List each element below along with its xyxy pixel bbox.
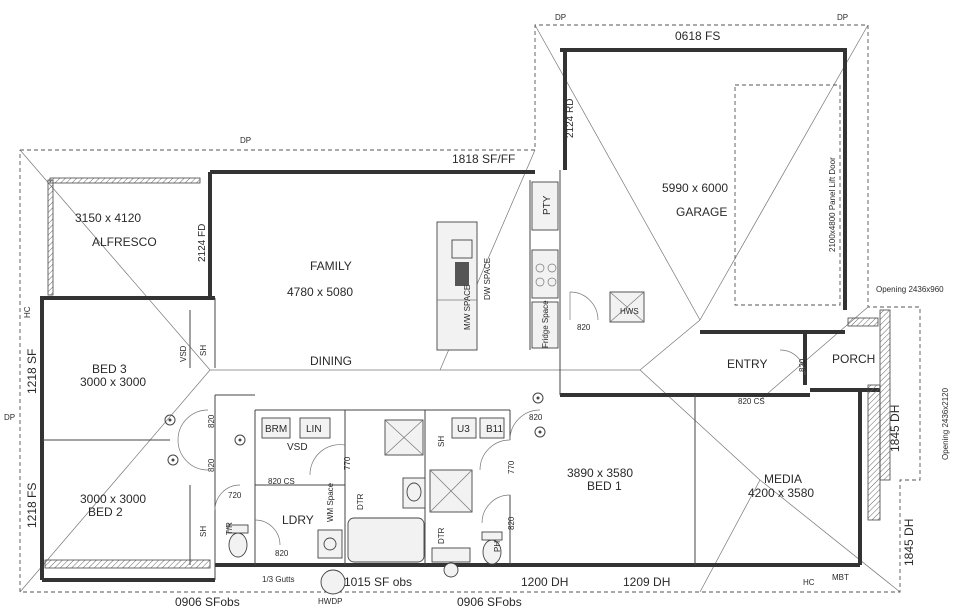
u3-label: U3 bbox=[457, 424, 470, 435]
bed3-name: BED 3 bbox=[92, 362, 127, 376]
garage-name: GARAGE bbox=[676, 205, 727, 219]
dp-label-3: DP bbox=[240, 136, 251, 145]
external-walls bbox=[40, 48, 880, 582]
window-bottom-left: 0906 SFobs bbox=[175, 595, 240, 609]
door-820-bed3: 820 bbox=[207, 414, 216, 428]
dp-label-1: DP bbox=[555, 13, 566, 22]
porch-opening-1: Opening 2436x960 bbox=[876, 285, 944, 294]
sh-label-bed2: SH bbox=[199, 526, 208, 537]
door-820-entry: 820 bbox=[798, 358, 807, 372]
b11-label: B11 bbox=[486, 424, 503, 435]
dp-label-4: DP bbox=[4, 413, 15, 422]
window-right-dh-upper: 1845 DH bbox=[888, 405, 902, 452]
alfresco-name: ALFRESCO bbox=[92, 235, 157, 249]
door-770-lndry: 770 bbox=[343, 456, 352, 470]
bed2-size: 3000 x 3000 bbox=[80, 492, 146, 506]
porch-name: PORCH bbox=[832, 352, 875, 366]
fridge-label: Fridge Space bbox=[541, 300, 550, 348]
bed1-name: BED 1 bbox=[587, 479, 622, 493]
window-bottom-dh-1: 1200 DH bbox=[521, 575, 568, 589]
window-bottom-mid: 0906 SFobs bbox=[457, 595, 522, 609]
vsd-label-1: VSD bbox=[287, 442, 308, 453]
roof-outline bbox=[19, 24, 921, 593]
pantry-label: PTY bbox=[542, 195, 553, 215]
cs-label-1: 820 CS bbox=[268, 477, 295, 486]
dp-label-2: DP bbox=[837, 13, 848, 22]
vsd-label-2: VSD bbox=[179, 345, 188, 362]
door-swings bbox=[177, 291, 806, 546]
laundry-name: LDRY bbox=[282, 513, 314, 527]
door-820-bed2: 820 bbox=[207, 458, 216, 472]
window-left-upper: 1218 SF bbox=[25, 349, 39, 394]
door-720: 720 bbox=[228, 491, 242, 500]
alfresco-size: 3150 x 4120 bbox=[75, 211, 141, 225]
garage-door-panel bbox=[734, 84, 841, 306]
media-size: 4200 x 3580 bbox=[748, 486, 814, 500]
family-size: 4780 x 5080 bbox=[287, 285, 353, 299]
dtr-label-1: DTR bbox=[356, 493, 365, 510]
bed3-size: 3000 x 3000 bbox=[80, 375, 146, 389]
window-left-lower: 1218 FS bbox=[25, 483, 39, 528]
window-bottom-mid-left: 1015 SF obs bbox=[344, 575, 412, 589]
door-770-ens: 770 bbox=[507, 460, 516, 474]
sh-label-bed3: SH bbox=[199, 345, 208, 356]
microwave-label: M/W SPACE bbox=[463, 285, 472, 330]
brm-label: BRM bbox=[265, 424, 287, 435]
dining-name: DINING bbox=[310, 354, 352, 368]
linen-label: LIN bbox=[306, 424, 322, 435]
hc-label-left: HC bbox=[23, 306, 32, 318]
window-top-garage: 0618 FS bbox=[675, 29, 720, 43]
porch-opening-2: Opening 2436x2120 bbox=[941, 387, 950, 460]
hws-label: HWS bbox=[620, 307, 639, 316]
ph-label: PH bbox=[493, 541, 502, 552]
door-820-garage: 820 bbox=[577, 323, 591, 332]
mbt-label: MBT bbox=[832, 573, 849, 582]
door-820-bed1: 820 bbox=[529, 413, 543, 422]
wm-space-label: WM Space bbox=[326, 482, 335, 522]
door-820-ens2: 820 bbox=[507, 516, 516, 530]
hot-water-tank bbox=[320, 569, 346, 595]
tr-label-1: T/R bbox=[225, 522, 234, 535]
bed2-name: BED 2 bbox=[88, 505, 123, 519]
hc-label-bottom: HC bbox=[803, 578, 815, 587]
window-bottom-dh-2: 1209 DH bbox=[623, 575, 670, 589]
media-name: MEDIA bbox=[764, 472, 802, 486]
bed1-size: 3890 x 3580 bbox=[567, 466, 633, 480]
porch-structure bbox=[44, 309, 891, 569]
bathroom-fixtures bbox=[227, 417, 505, 578]
dishwasher-label: DW SPACE bbox=[483, 258, 492, 300]
sh-label-ens: SH bbox=[437, 436, 446, 447]
smoke-detectors bbox=[164, 392, 546, 466]
door-820-ldry: 820 bbox=[275, 549, 289, 558]
window-right-dh-lower: 1845 DH bbox=[902, 519, 916, 566]
entry-name: ENTRY bbox=[727, 357, 767, 371]
garage-rd: 2124 RD bbox=[565, 99, 576, 138]
dtr-label-2: DTR bbox=[437, 527, 446, 544]
garage-panel-door: 2100x4800 Panel Lift Door bbox=[828, 157, 837, 252]
alfresco-fd: 2124 FD bbox=[197, 224, 208, 262]
kitchen-island bbox=[436, 221, 478, 351]
family-name: FAMILY bbox=[310, 259, 352, 273]
gutter-label: 1/3 Gutts bbox=[262, 575, 294, 584]
hwdp-label: HWDP bbox=[318, 597, 342, 606]
alfresco-area bbox=[47, 177, 201, 296]
window-top-family: 1818 SF/FF bbox=[452, 152, 515, 166]
garage-size: 5990 x 6000 bbox=[662, 181, 728, 195]
internal-walls bbox=[42, 170, 696, 580]
pantry-fridge bbox=[531, 181, 559, 349]
cs-label-2: 820 CS bbox=[738, 397, 765, 406]
